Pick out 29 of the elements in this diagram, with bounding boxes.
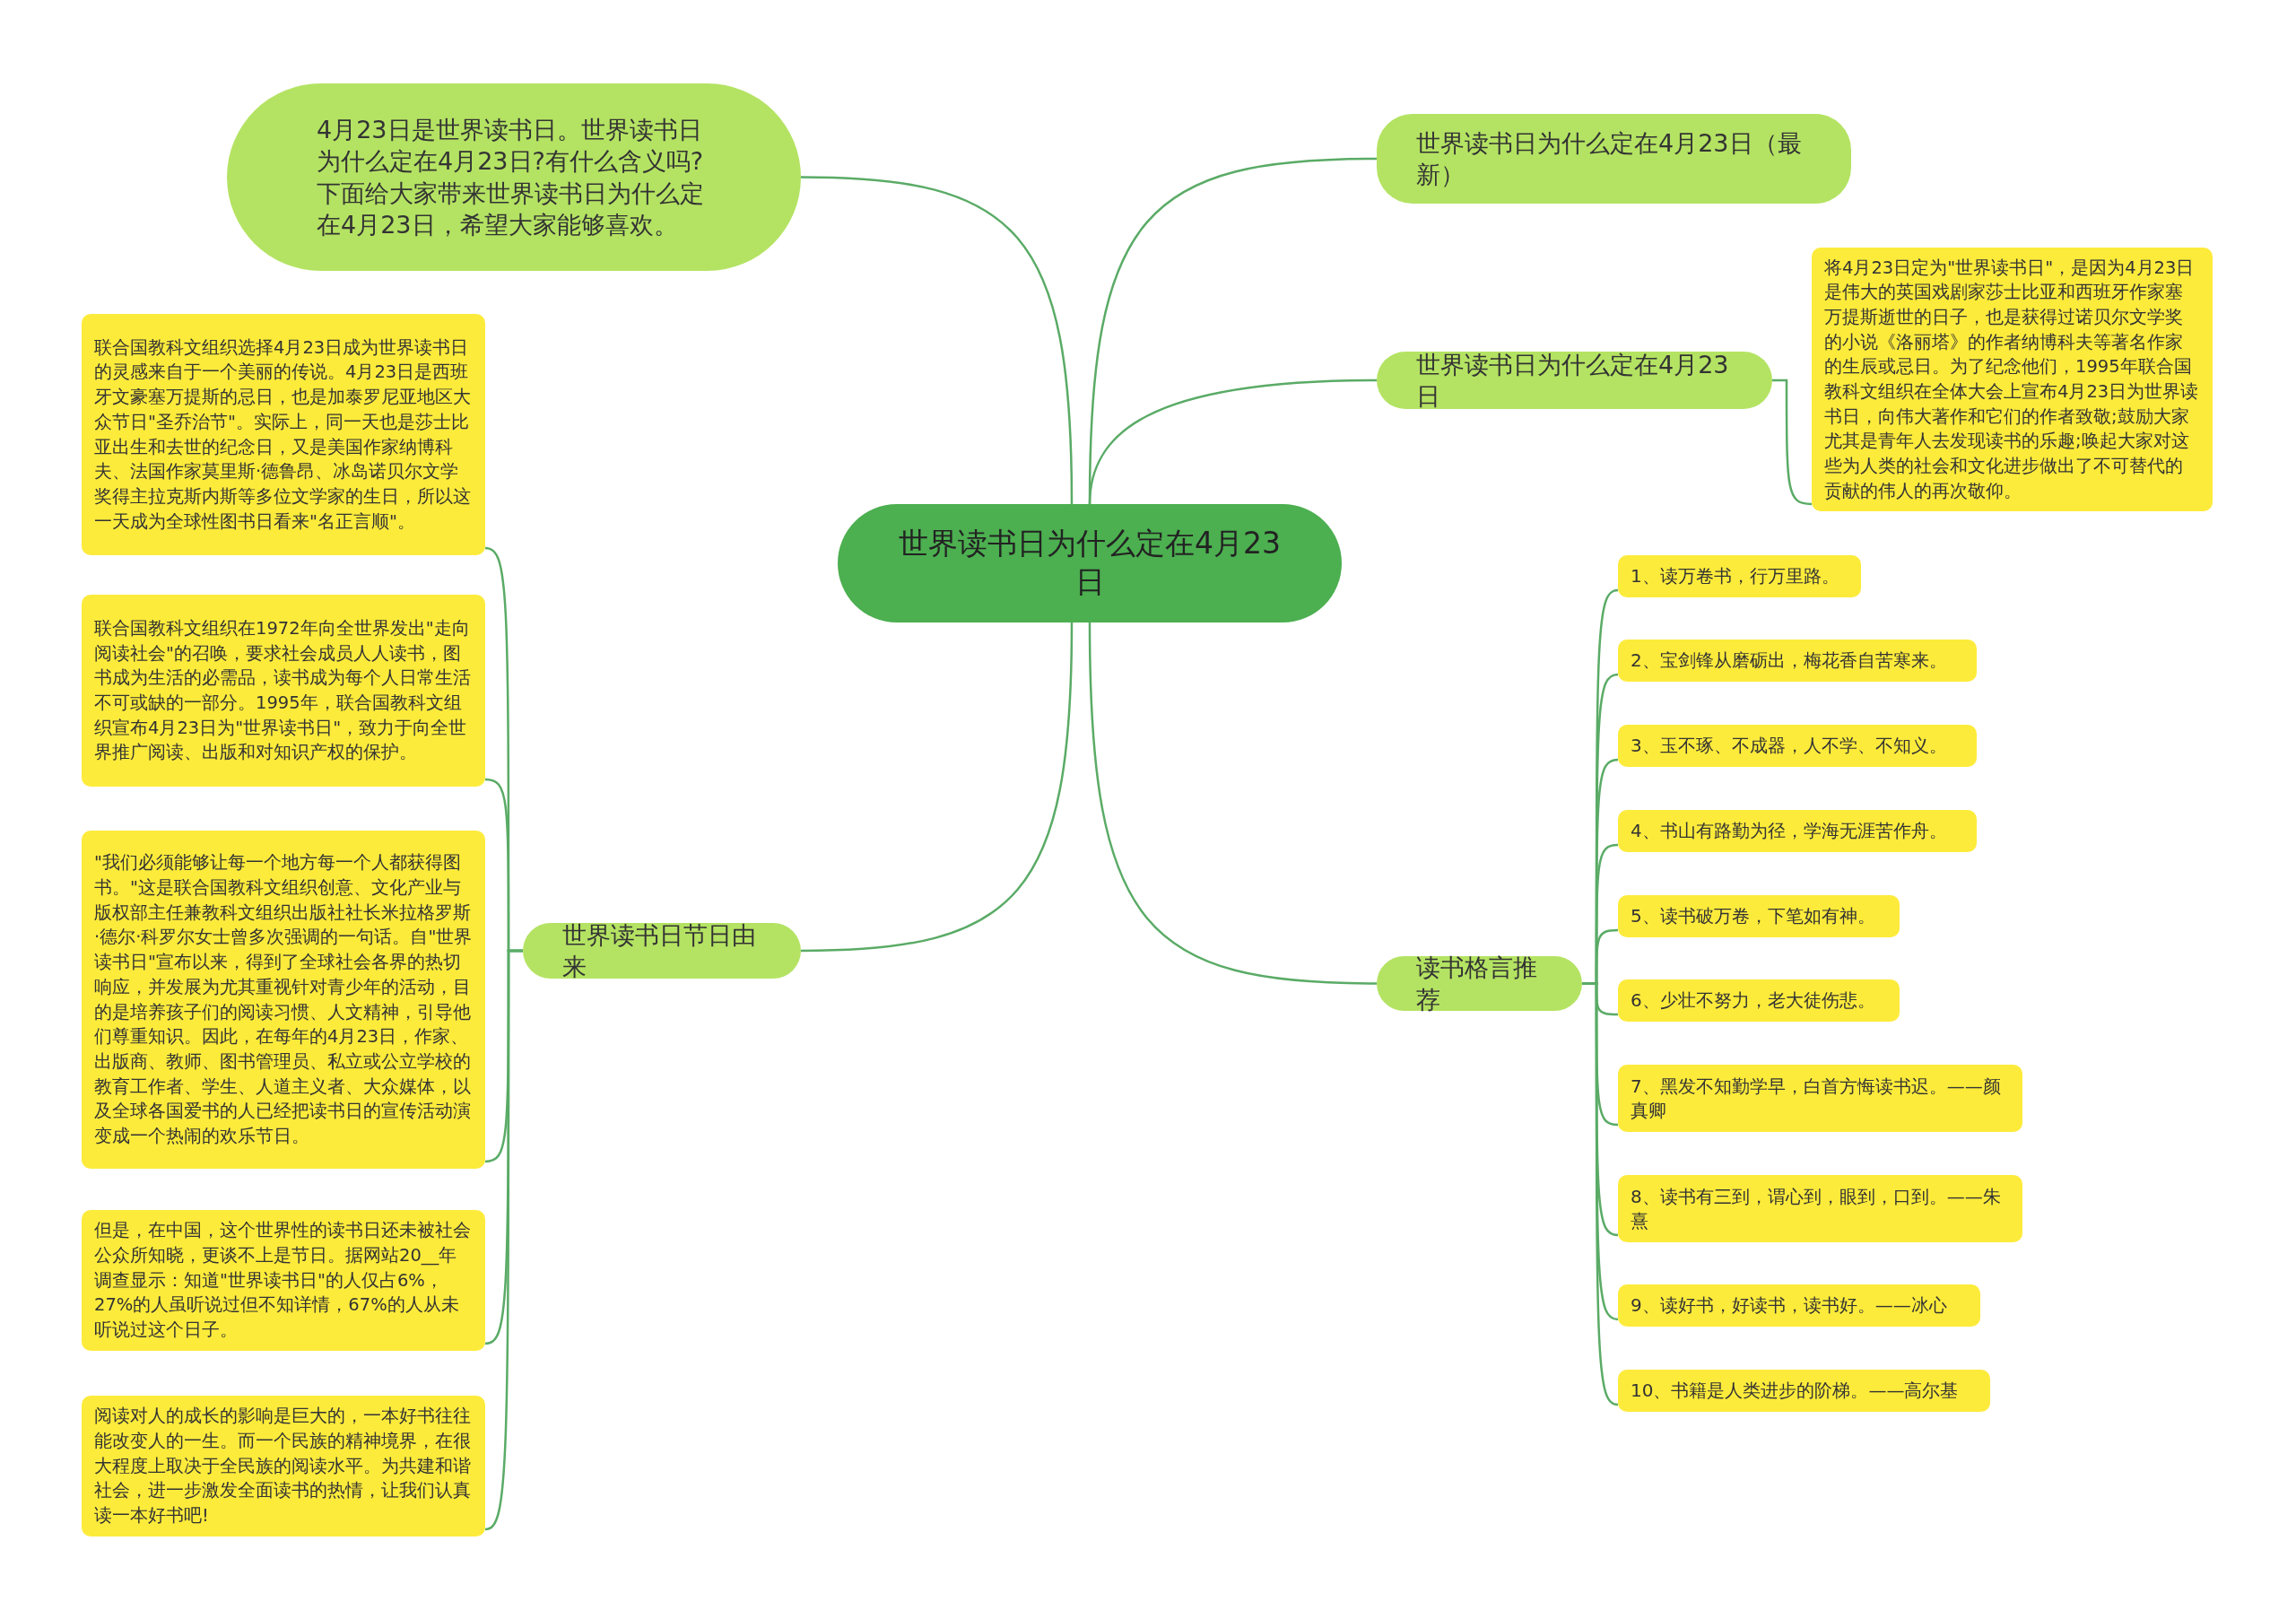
topic-bubble: 世界读书日为什么定在4月23日（最新）	[1377, 114, 1851, 204]
quote-box: 8、读书有三到，谓心到，眼到，口到。——朱熹	[1618, 1175, 2022, 1242]
quote-box: 3、玉不琢、不成器，人不学、不知义。	[1618, 725, 1977, 767]
quote-box: 2、宝剑锋从磨砺出，梅花香自苦寒来。	[1618, 640, 1977, 682]
topic-bubble: 4月23日是世界读书日。世界读书日为什么定在4月23日?有什么含义吗?下面给大家带来世界读书日为什么定在4月23日，希望大家能够喜欢。	[227, 83, 801, 271]
note-box: "我们必须能够让每一个地方每一个人都获得图书。"这是联合国教科文组织创意、文化产业与版权部主任兼教科文组织出版社社长米拉格罗斯·德尔·科罗尔女士曾多次强调的一句话。自"世界读书日"宣布以来，得到了全球社会各界的热切响应，并发展为尤其重视针对青少年的活动，目的是培养孩子们的阅读习惯、人文精神，引导他们尊重知识。因此，在每年的4月23日，作家、出版商、教师、图书管理员、私立或公立学校的教育工作者、学生、人道主义者、大众媒体，以及全球各国爱书的人已经把读书日的宣传活动演变成一个热闹的欢乐节日。	[82, 831, 485, 1169]
connector-line	[800, 176, 1074, 505]
central-topic: 世界读书日为什么定在4月23日	[838, 504, 1342, 622]
connector-line	[484, 949, 523, 1531]
connector-line	[1582, 982, 1619, 1406]
topic-bubble: 读书格言推荐	[1377, 956, 1582, 1011]
quote-box: 7、黑发不知勤学早，白首方悔读书迟。——颜真卿	[1618, 1065, 2022, 1132]
note-box: 阅读对人的成长的影响是巨大的，一本好书往往能改变人的一生。而一个民族的精神境界，在很大程度上取决于全民族的阅读水平。为共建和谐社会，进一步激发全面读书的热情，让我们认真读一本好书吧!	[82, 1396, 485, 1536]
quote-box: 5、读书破万卷，下笔如有神。	[1618, 895, 1900, 937]
topic-bubble: 世界读书日为什么定在4月23日	[1377, 352, 1772, 409]
quote-box: 6、少壮不努力，老大徒伤悲。	[1618, 979, 1900, 1022]
connector-line	[1088, 622, 1378, 985]
topic-bubble: 世界读书日节日由来	[523, 923, 801, 979]
quote-box: 1、读万卷书，行万里路。	[1618, 555, 1861, 597]
connector-line	[1772, 379, 1813, 506]
note-box: 将4月23日定为"世界读书日"，是因为4月23日是伟大的英国戏剧家莎士比亚和西班牙作家塞万提斯逝世的日子，也是获得过诺贝尔文学奖的小说《洛丽塔》的作者纳博科夫等著名作家的生辰或忌日。为了纪念他们，1995年联合国教科文组织在全体大会上宣布4月23日为世界读书日，向伟大著作和它们的作者致敬;鼓励大家尤其是青年人去发现读书的乐趣;唤起大家对这些为人类的社会和文化进步做出了不可替代的贡献的伟人的再次敬仰。	[1812, 248, 2213, 511]
connector-line	[1088, 379, 1378, 505]
quote-box: 9、读好书，好读书，读书好。——冰心	[1618, 1284, 1980, 1327]
note-box: 但是，在中国，这个世界性的读书日还未被社会公众所知晓，更谈不上是节日。据网站20__年调查显示：知道"世界读书日"的人仅占6%，27%的人虽听说过但不知详情，67%的人从未听说过这个日子。	[82, 1210, 485, 1351]
note-box: 联合国教科文组织在1972年向全世界发出"走向阅读社会"的召唤，要求社会成员人人读书，图书成为生活的必需品，读书成为每个人日常生活不可或缺的一部分。1995年，联合国教科文组织宣布4月23日为"世界读书日"，致力于向全世界推广阅读、出版和对知识产权的保护。	[82, 595, 485, 787]
quote-box: 10、书籍是人类进步的阶梯。——高尔基	[1618, 1370, 1990, 1412]
connector-line	[800, 622, 1074, 953]
note-box: 联合国教科文组织选择4月23日成为世界读书日的灵感来自于一个美丽的传说。4月23日是西班牙文豪塞万提斯的忌日，也是加泰罗尼亚地区大众节日"圣乔治节"。实际上，同一天也是莎士比亚出生和去世的纪念日，又是美国作家纳博科夫、法国作家莫里斯·德鲁昂、冰岛诺贝尔文学奖得主拉克斯内斯等多位文学家的生日，所以这一天成为全球性图书日看来"名正言顺"。	[82, 314, 485, 555]
quote-box: 4、书山有路勤为径，学海无涯苦作舟。	[1618, 810, 1977, 852]
